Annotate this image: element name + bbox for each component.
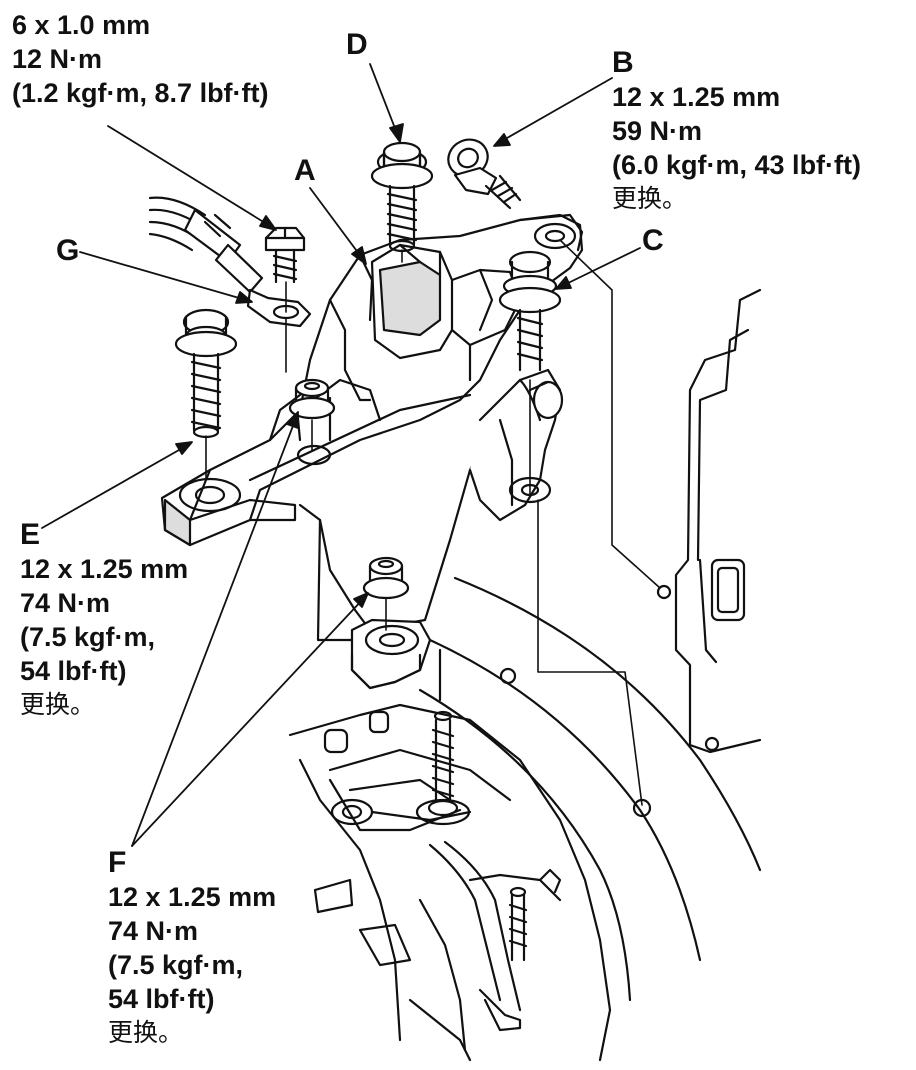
bolt-c [498,250,562,372]
callout-g-letter: G [56,234,80,267]
bolt-ground-spec: 6 x 1.0 mm 12 N·m (1.2 kgf·m, 8.7 lbf·ft… [12,8,269,110]
bolt-e-torque-alt-2: 54 lbf·ft) [20,656,127,686]
bolt-e [174,308,238,439]
stud-lower [415,710,528,962]
callout-d-letter: D [346,28,368,61]
nut-f-torque-alt-1: (7.5 kgf·m, [108,950,244,980]
transmission-housing [656,288,762,754]
callout-f-letter: F [108,846,127,879]
callout-e-letter: E [20,518,41,551]
mount-bracket-a [160,213,584,632]
callout-a-letter: A [294,154,316,187]
bolt-b [447,138,522,210]
ground-terminal [246,288,312,328]
bolt-ground-torque-alt: (1.2 kgf·m, 8.7 lbf·ft) [12,78,269,108]
bolt-b-torque-alt: (6.0 kgf·m, 43 lbf·ft) [612,150,862,180]
bolt-b-spec: B 12 x 1.25 mm 59 N·m (6.0 kgf·m, 43 lbf… [612,46,861,216]
nut-f-torque-alt-2: 54 lbf·ft) [108,984,215,1014]
bolt-b-torque: 59 N·m [612,116,703,146]
bolt-e-torque: 74 N·m [20,588,111,618]
bolt-d [370,141,434,253]
lower-mount-base [316,518,442,702]
nut-f-replace-note: 更换。 [108,1018,184,1047]
nut-f-spec: F 12 x 1.25 mm 74 N·m (7.5 kgf·m, 54 lbf… [108,846,276,1050]
bolt-e-spec: E 12 x 1.25 mm 74 N·m (7.5 kgf·m, 54 lbf… [20,518,188,722]
bolt-ground-size: 6 x 1.0 mm [12,10,151,40]
nut-f-lower [362,556,410,600]
bolt-e-replace-note: 更换。 [20,690,96,719]
alignment-lines [205,239,661,806]
engine-frame-lines [418,576,762,1002]
bolt-e-torque-alt-1: (7.5 kgf·m, [20,622,156,652]
nut-f-upper [288,378,336,420]
callout-c-letter: C [642,224,664,257]
bolt-e-size: 12 x 1.25 mm [20,554,189,584]
nut-f-torque: 74 N·m [108,916,199,946]
nut-f-size: 12 x 1.25 mm [108,882,277,912]
bolt-b-size: 12 x 1.25 mm [612,82,781,112]
bolt-b-replace-note: 更换。 [612,184,688,213]
bolt-ground [264,226,306,284]
callout-b-letter: B [612,46,634,79]
leader-lines [41,63,641,847]
bolt-ground-torque: 12 N·m [12,44,103,74]
